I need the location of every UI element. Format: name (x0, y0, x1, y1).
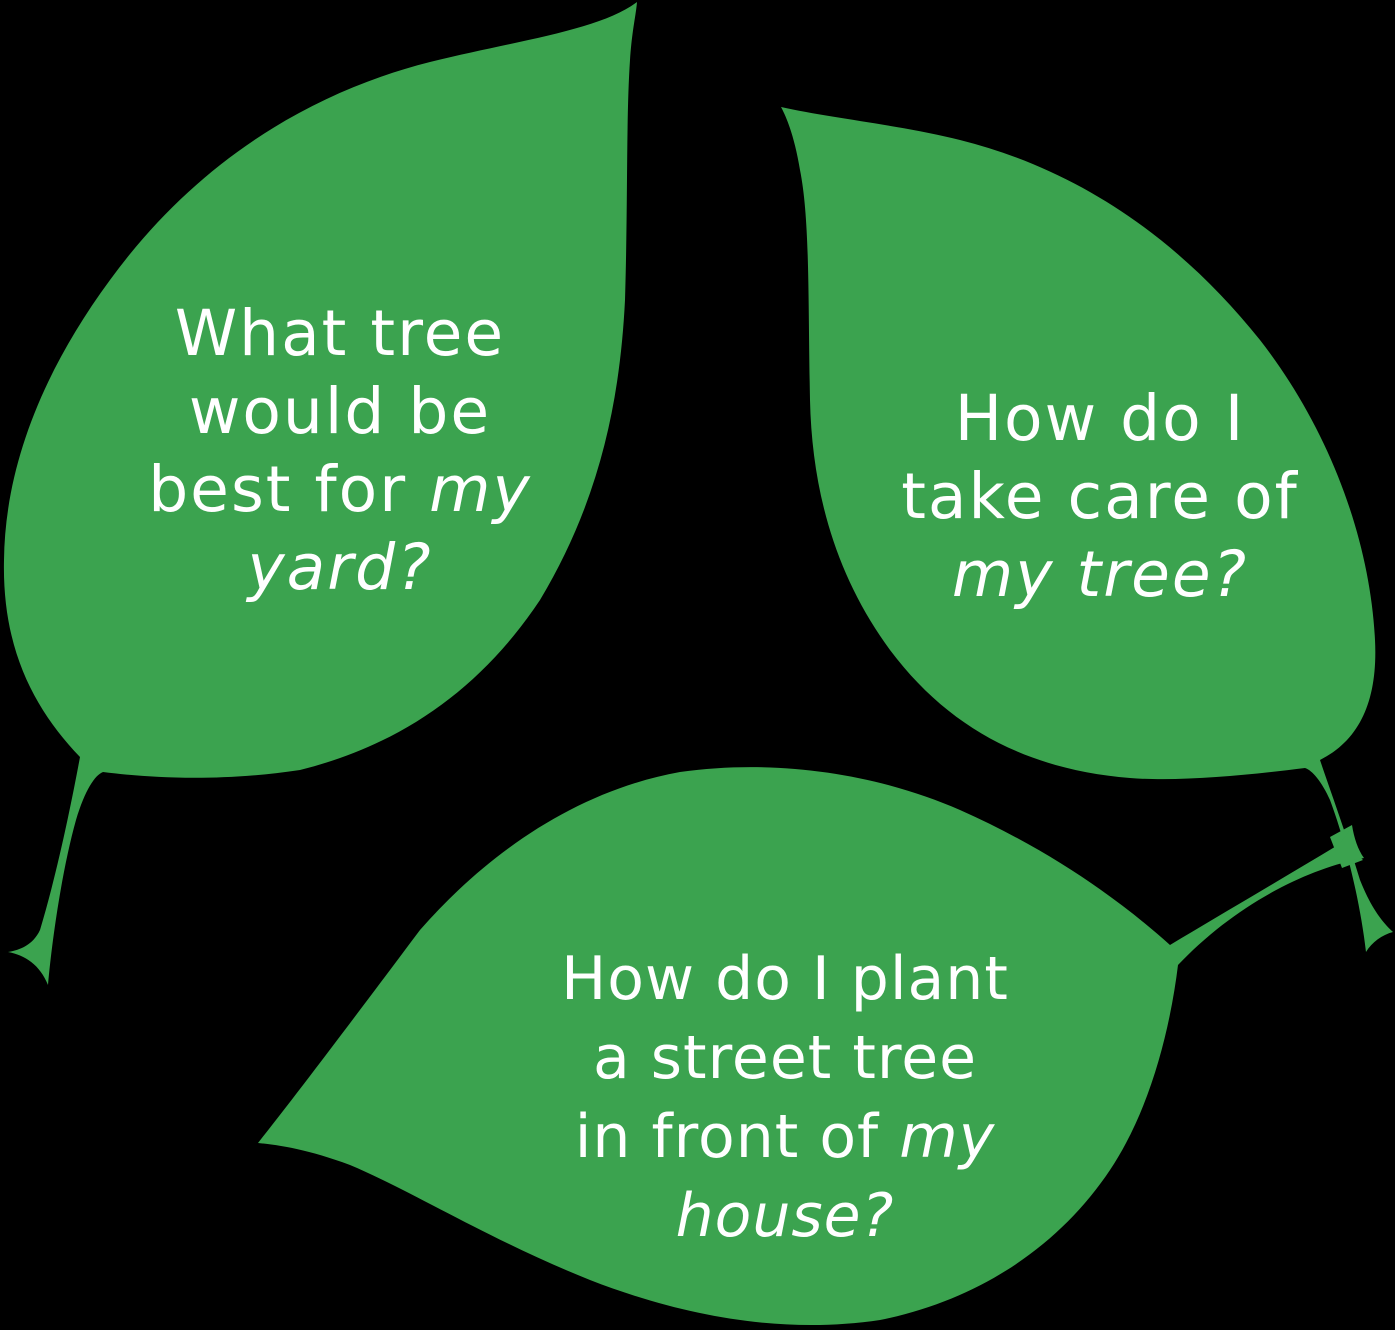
question-emphasis: my (899, 1102, 996, 1172)
question-yard-line-4: yard? (70, 529, 610, 607)
question-text: in front of (574, 1102, 900, 1172)
question-yard: What tree would be best for my yard? (70, 295, 610, 607)
question-emphasis: my tree? (951, 538, 1249, 611)
question-text: What tree (174, 297, 506, 370)
question-plant-line-1: How do I plant (470, 940, 1100, 1019)
question-plant-line-2: a street tree (470, 1019, 1100, 1098)
question-yard-line-1: What tree (70, 295, 610, 373)
question-emphasis: yard? (247, 531, 433, 604)
question-care-line-3: my tree? (840, 536, 1360, 614)
question-text: would be (188, 375, 492, 448)
question-care: How do I take care of my tree? (840, 380, 1360, 614)
question-text: best for (148, 453, 430, 526)
question-text: a street tree (592, 1023, 978, 1093)
question-emphasis: my (429, 453, 532, 526)
question-care-line-2: take care of (840, 458, 1360, 536)
question-yard-line-3: best for my (70, 451, 610, 529)
question-plant-line-3: in front of my (470, 1098, 1100, 1177)
leaf-yard-shape (3, 2, 637, 985)
question-plant: How do I plant a street tree in front of… (470, 940, 1100, 1256)
question-text: How do I plant (561, 944, 1009, 1014)
leaf-care-shape (781, 107, 1393, 952)
leaf-plant-shape (258, 767, 1364, 1326)
question-text: How do I (954, 382, 1246, 455)
question-emphasis: house? (675, 1181, 895, 1251)
question-yard-line-2: would be (70, 373, 610, 451)
question-care-line-1: How do I (840, 380, 1360, 458)
question-text: take care of (901, 460, 1299, 533)
question-plant-line-4: house? (470, 1177, 1100, 1256)
